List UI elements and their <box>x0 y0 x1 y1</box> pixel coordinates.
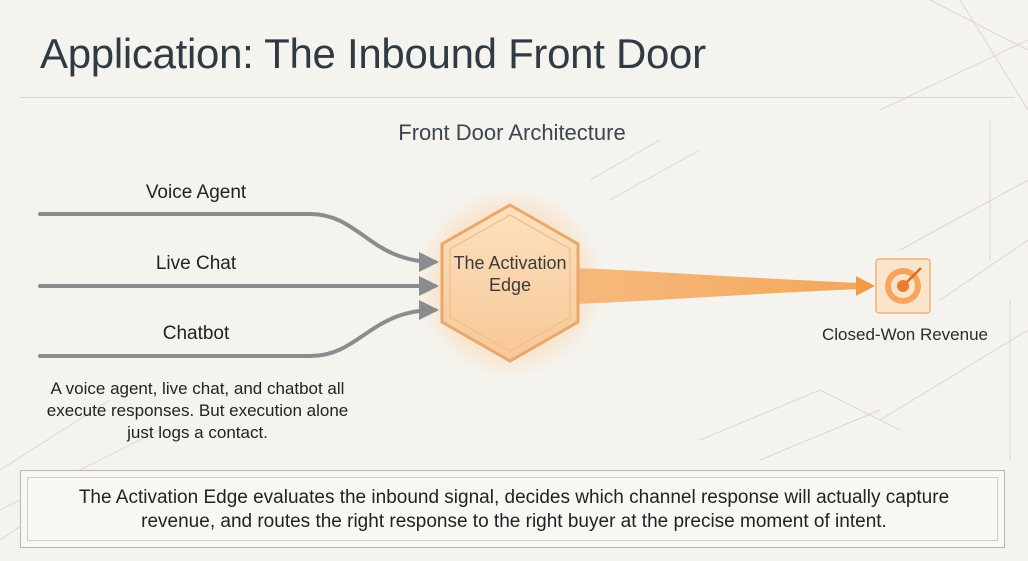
target-icon <box>875 258 931 314</box>
title-divider <box>20 97 1015 98</box>
page-title: Application: The Inbound Front Door <box>40 30 706 77</box>
channel-label-chatbot: Chatbot <box>162 323 230 344</box>
output-arrowhead <box>856 276 875 296</box>
output-beam <box>572 268 862 304</box>
outcome-label: Closed-Won Revenue <box>822 325 988 344</box>
diagram-caption: A voice agent, live chat, and chatbot al… <box>46 379 349 442</box>
callout-box <box>20 470 1005 548</box>
pipe-voice-agent <box>38 212 439 272</box>
diagram-title: Front Door Architecture <box>398 120 626 145</box>
callout-text: The Activation Edge evaluates the inboun… <box>78 487 950 532</box>
channel-label-voice-agent: Voice Agent <box>145 182 247 203</box>
channel-label-live-chat: Live Chat <box>155 253 237 274</box>
callout-inner-border <box>27 477 998 541</box>
hub-hexagon <box>440 203 580 363</box>
pipe-chatbot <box>38 300 439 358</box>
background-lines <box>0 0 1028 541</box>
hub-label: The Activation Edge <box>453 253 567 295</box>
input-pipes <box>38 212 439 358</box>
